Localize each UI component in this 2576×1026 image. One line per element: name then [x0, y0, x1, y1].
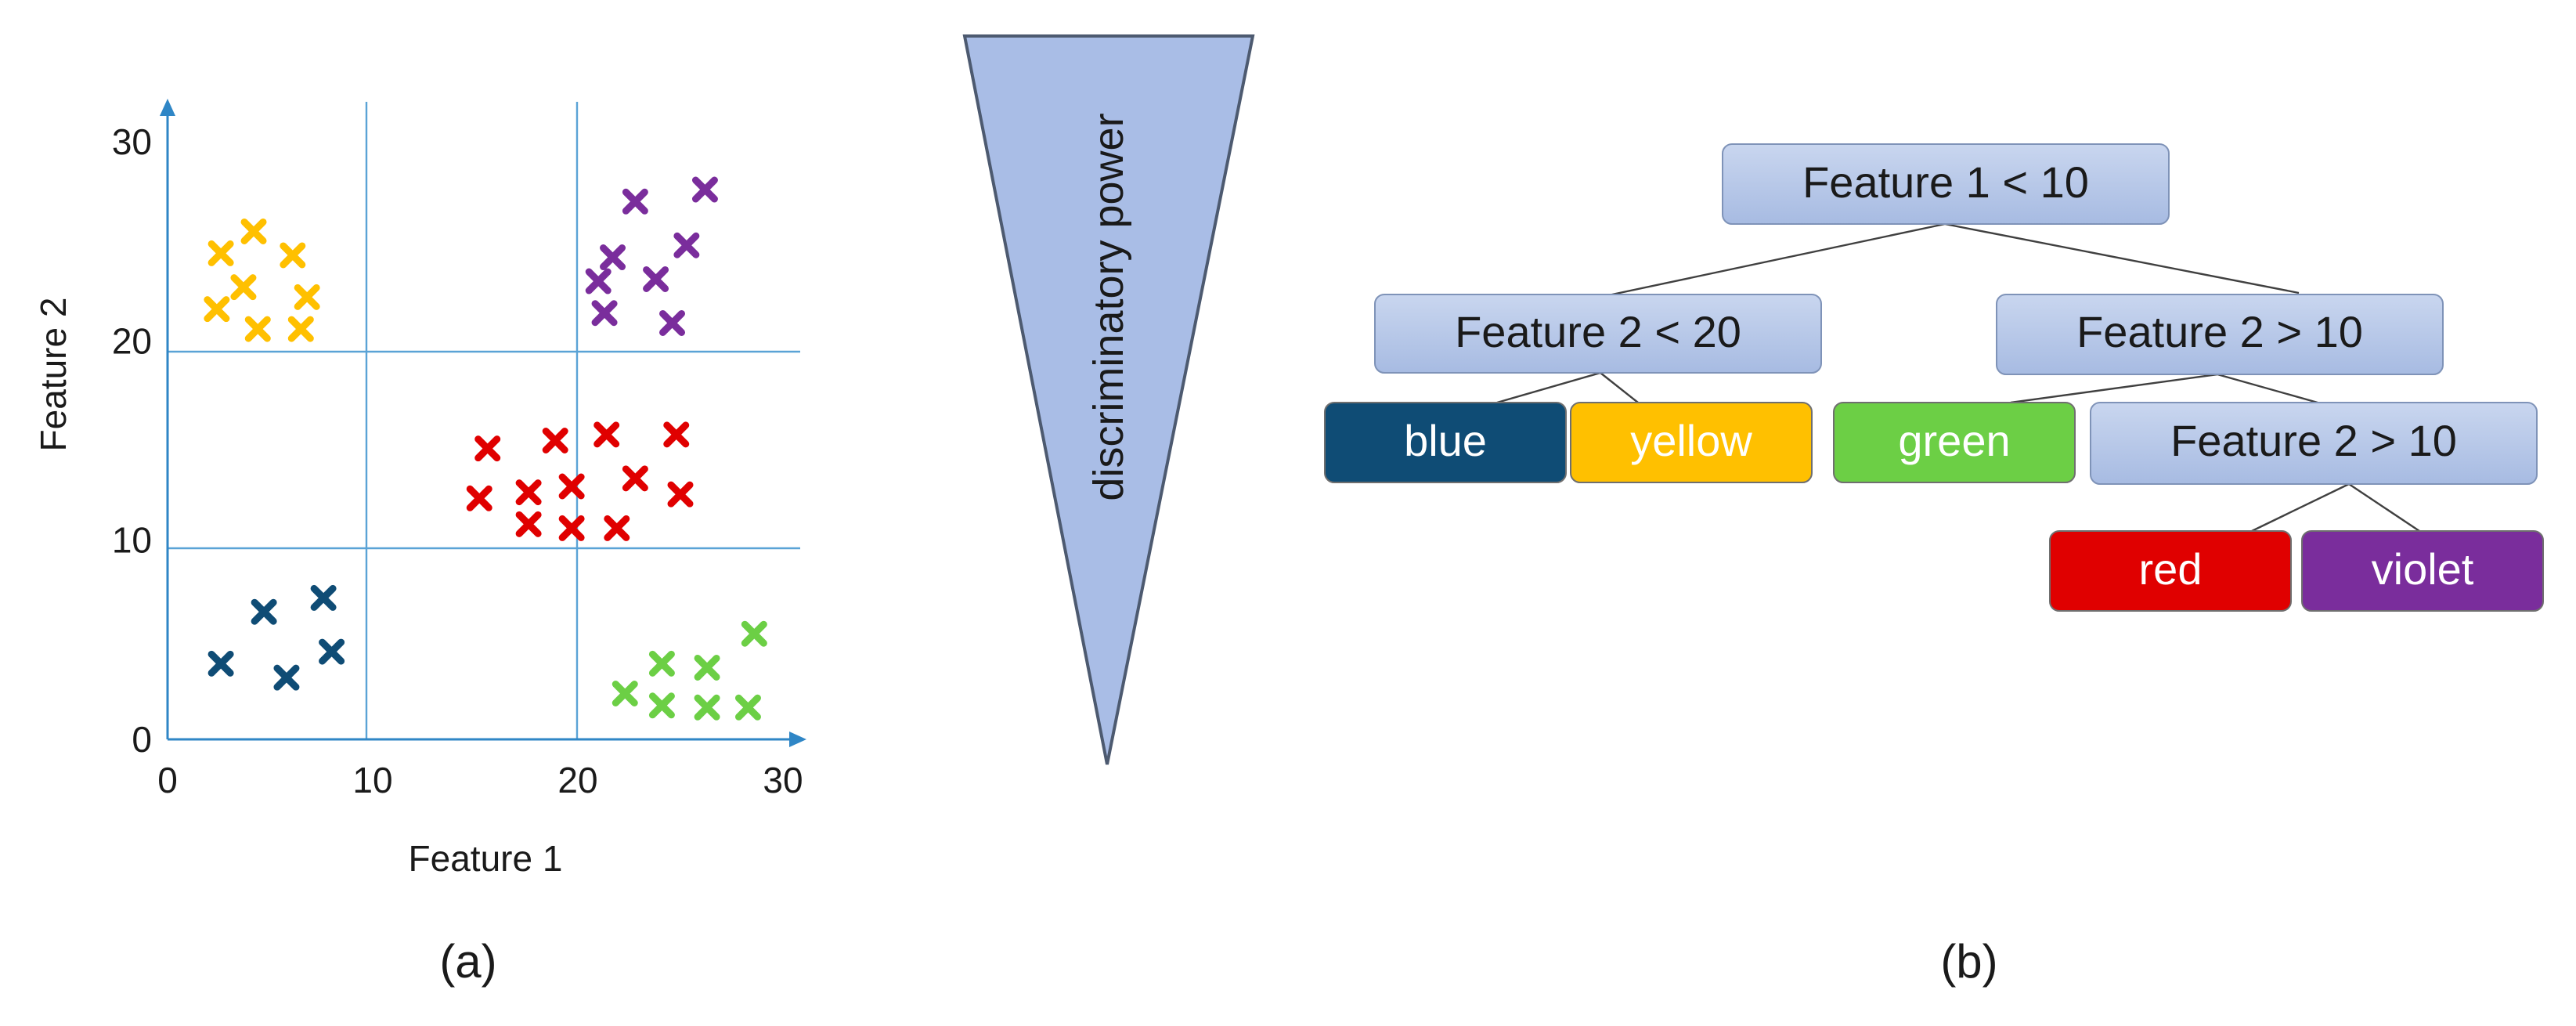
data-point-violet	[643, 266, 669, 292]
data-point-violet	[585, 268, 612, 294]
y-axis-label: Feature 2	[33, 298, 74, 452]
data-point-red	[558, 515, 585, 541]
data-point-green	[648, 692, 675, 719]
tree-node-right-child-label: Feature 2 > 10	[2170, 416, 2457, 465]
y-axis-arrow-icon	[160, 99, 175, 116]
data-point-red	[466, 485, 492, 511]
axis-ticks: 0 10 20 30 0 10 20 30	[112, 121, 803, 800]
data-point-violet	[691, 176, 718, 203]
data-point-red	[515, 511, 542, 537]
data-point-red	[667, 481, 694, 508]
data-point-blue	[319, 638, 345, 665]
tree-node-right-child: Feature 2 > 10	[2090, 402, 2538, 485]
data-point-yellow	[230, 274, 257, 301]
data-point-red	[558, 473, 585, 500]
triangle-label: discriminatory power	[1085, 113, 1132, 500]
scatter-plot: 0 10 20 30 0 10 20 30 Feature 1 Feature 2 (a)	[33, 99, 806, 988]
data-point-yellow	[207, 240, 234, 266]
data-point-yellow	[287, 316, 314, 342]
data-point-violet	[673, 232, 700, 258]
tree-leaf-violet-label: violet	[2372, 544, 2474, 594]
edge-root-right	[1944, 222, 2300, 294]
x-tick-label: 20	[557, 760, 597, 800]
edge-right-green	[2010, 373, 2218, 404]
discriminatory-power-triangle: discriminatory power	[962, 34, 1255, 765]
data-point-green	[741, 620, 767, 647]
data-point-green	[694, 654, 720, 681]
data-point-red	[474, 435, 501, 462]
data-point-yellow	[280, 242, 306, 269]
tree-leaf-green: green	[1833, 402, 2076, 483]
data-point-red	[515, 479, 542, 506]
y-tick-label: 10	[112, 520, 152, 561]
decision-tree: Feature 1 < 10 Feature 2 < 20 Feature 2 …	[1324, 143, 2544, 988]
panel-a-label: (a)	[439, 935, 496, 988]
data-point-green	[734, 694, 761, 721]
data-point-red	[542, 428, 568, 453]
data-point-yellow	[244, 316, 271, 342]
edge-right-child	[2217, 373, 2318, 404]
data-point-violet	[622, 188, 648, 215]
data-point-yellow	[294, 284, 320, 310]
y-tick-label: 30	[112, 121, 152, 162]
tree-node-root-label: Feature 1 < 10	[1802, 157, 2089, 207]
x-axis-label: Feature 1	[409, 838, 563, 879]
data-point-violet	[600, 244, 626, 271]
data-point-green	[648, 650, 675, 677]
tree-leaf-red-label: red	[2139, 544, 2203, 594]
data-point-violet	[591, 300, 618, 327]
data-point-green	[694, 694, 720, 721]
y-tick-label: 20	[112, 320, 152, 361]
tree-leaf-blue: blue	[1324, 402, 1567, 483]
x-tick-label: 10	[352, 760, 392, 800]
data-point-red	[663, 421, 690, 448]
tree-node-left: Feature 2 < 20	[1374, 294, 1822, 374]
data-point-yellow	[204, 296, 230, 323]
data-point-blue	[207, 650, 234, 677]
edge-child-red	[2251, 482, 2350, 533]
edge-child-violet	[2348, 483, 2420, 532]
data-point-red	[622, 465, 648, 492]
data-points	[204, 176, 767, 721]
tree-leaf-red: red	[2049, 530, 2292, 612]
tree-leaf-yellow-label: yellow	[1630, 416, 1752, 465]
panel-b-label: (b)	[1940, 935, 1997, 988]
data-point-red	[604, 515, 630, 541]
triangle-shape	[962, 34, 1255, 765]
tree-leaf-green-label: green	[1898, 416, 2010, 465]
edge-left-yellow	[1600, 372, 1639, 403]
tree-node-right: Feature 2 > 10	[1996, 294, 2444, 375]
edge-root-left	[1596, 222, 1946, 299]
tree-leaf-yellow: yellow	[1570, 402, 1813, 483]
tree-node-right-label: Feature 2 > 10	[2076, 307, 2363, 356]
data-point-blue	[273, 664, 300, 691]
data-point-yellow	[240, 218, 267, 244]
y-tick-label: 0	[132, 719, 152, 760]
data-point-green	[612, 681, 638, 707]
x-axis-arrow-icon	[789, 732, 806, 747]
data-point-violet	[659, 309, 686, 336]
tree-leaf-blue-label: blue	[1404, 416, 1487, 465]
tree-leaf-violet: violet	[2301, 530, 2544, 612]
tree-node-root: Feature 1 < 10	[1722, 143, 2170, 225]
data-point-blue	[310, 584, 337, 611]
tree-node-left-label: Feature 2 < 20	[1455, 307, 1741, 356]
data-point-blue	[251, 598, 277, 625]
x-tick-label: 30	[763, 760, 803, 800]
edge-left-blue	[1496, 371, 1601, 404]
data-point-red	[593, 421, 620, 448]
x-tick-label: 0	[157, 760, 178, 800]
